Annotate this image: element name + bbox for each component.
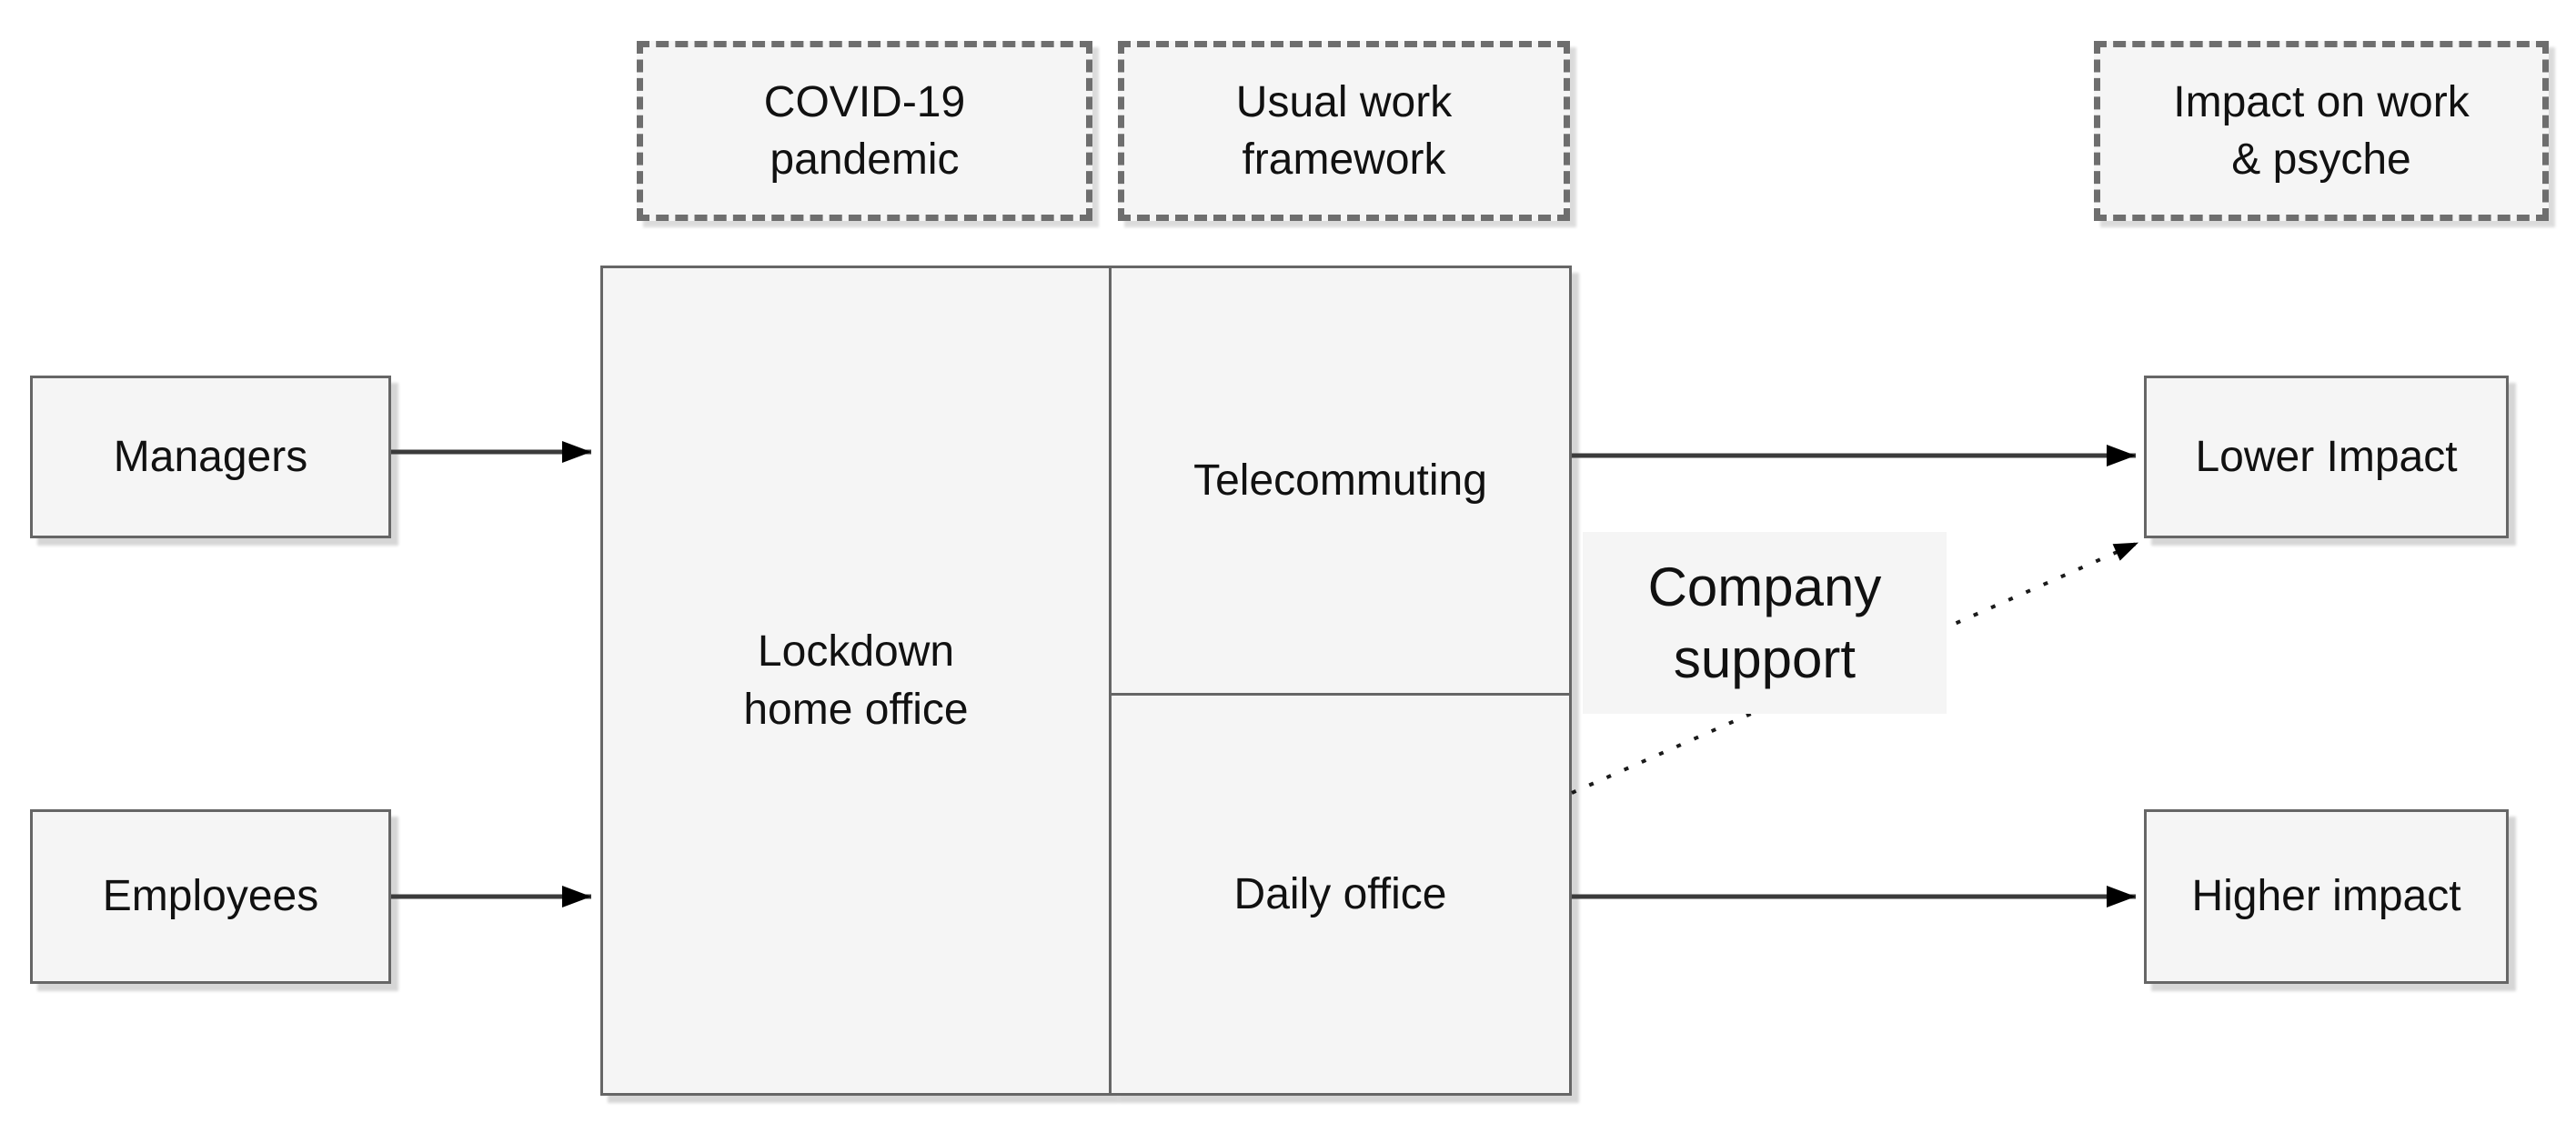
node-daily-office: Daily office: [1112, 696, 1569, 1093]
node-label: Lower Impact: [2195, 432, 2458, 481]
node-telecommuting: Telecommuting: [1112, 268, 1569, 696]
node-label: Telecommuting: [1193, 456, 1487, 505]
node-label: Managers: [113, 432, 308, 481]
node-label: Higher impact: [2191, 872, 2461, 921]
edge-label-text: Company support: [1647, 556, 1882, 689]
node-label: Employees: [102, 872, 319, 921]
header-box-usual-work-framework: Usual work framework: [1118, 41, 1570, 221]
node-higher-impact: Higher impact: [2144, 809, 2509, 984]
header-box-covid-pandemic: COVID-19 pandemic: [637, 41, 1092, 221]
header-label: Usual work framework: [1235, 77, 1453, 184]
node-label: Lockdown home office: [743, 627, 969, 734]
header-label: COVID-19 pandemic: [763, 77, 966, 184]
header-label: Impact on work & psyche: [2173, 77, 2470, 184]
node-lockdown-home-office: Lockdown home office: [600, 266, 1112, 1096]
node-work-framework-group: Telecommuting Daily office: [1112, 266, 1572, 1096]
node-label: Daily office: [1233, 869, 1447, 918]
header-box-impact-on-work-psyche: Impact on work & psyche: [2094, 41, 2549, 221]
node-lower-impact: Lower Impact: [2144, 376, 2509, 538]
node-managers: Managers: [30, 376, 391, 538]
edge-label-company-support: Company support: [1583, 532, 1947, 714]
node-employees: Employees: [30, 809, 391, 984]
